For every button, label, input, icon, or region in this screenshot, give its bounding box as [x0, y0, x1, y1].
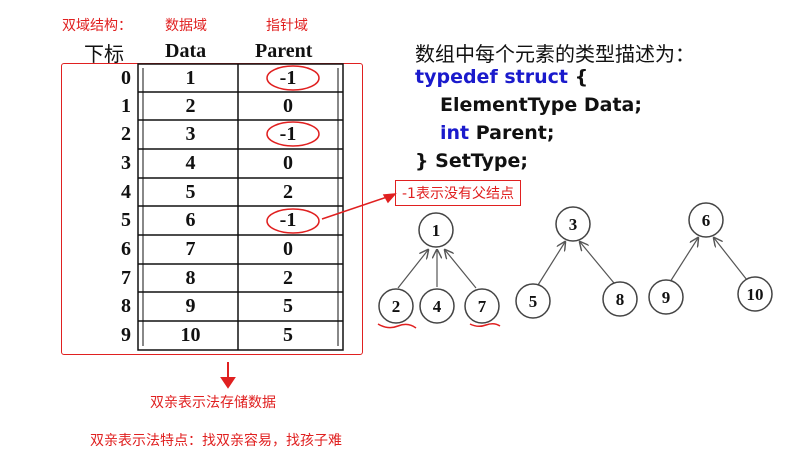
tree-node-label: 10 [747, 285, 764, 304]
row-parent: -1 [279, 209, 297, 231]
code-line-4: } SetType; [415, 150, 528, 172]
row-data: 9 [185, 295, 196, 317]
minus-one-note: -1表示没有父结点 [395, 180, 521, 206]
row-data: 8 [185, 267, 196, 289]
tree-node [555, 206, 591, 242]
row-parent: -1 [279, 67, 297, 89]
row-index: 9 [121, 324, 131, 346]
row-data: 1 [185, 67, 196, 89]
tree-node-label: 2 [392, 297, 401, 316]
pointer-field-label: 指针域 [266, 18, 308, 34]
tree-node-label: 5 [529, 292, 538, 311]
row-parent: 0 [283, 238, 293, 260]
row-parent: 2 [283, 181, 293, 203]
row-data: 2 [185, 95, 196, 117]
tree-node [648, 279, 684, 315]
tree-node-label: 9 [662, 288, 671, 307]
code-line-3: int Parent; [440, 122, 554, 144]
col-parent-header: Parent [255, 40, 313, 62]
row-index: 4 [121, 181, 131, 203]
tree-node [737, 276, 773, 312]
type-desc-title: 数组中每个元素的类型描述为： [415, 42, 695, 66]
tree-node [602, 281, 638, 317]
data-field-label: 数据域 [165, 18, 207, 34]
row-parent: 5 [283, 295, 293, 317]
col-index-header: 下标 [84, 42, 124, 66]
row-index: 0 [121, 67, 131, 89]
row-index: 8 [121, 295, 131, 317]
row-parent: 2 [283, 267, 293, 289]
tree-node-label: 4 [433, 297, 442, 316]
tree-node-label: 1 [432, 221, 441, 240]
code-keyword-int: int [440, 122, 470, 144]
underline-mark [377, 323, 417, 329]
tree-node [688, 202, 724, 238]
row-index: 5 [121, 209, 131, 231]
row-parent: 0 [283, 152, 293, 174]
storage-note: 双亲表示法存储数据 [150, 395, 276, 411]
row-index: 2 [121, 123, 131, 145]
row-data: 7 [185, 238, 196, 260]
row-data: 10 [180, 324, 201, 346]
code-line-2: ElementType Data; [440, 94, 642, 116]
code-parent-field: Parent; [469, 122, 555, 144]
row-data: 3 [185, 123, 196, 145]
row-data: 6 [185, 209, 196, 231]
dual-field-label: 双域结构： [62, 18, 132, 34]
row-parent: 0 [283, 95, 293, 117]
row-index: 7 [121, 267, 131, 289]
row-index: 6 [121, 238, 131, 260]
feature-note: 双亲表示法特点：找双亲容易，找孩子难 [90, 433, 342, 449]
tree-node-label: 8 [616, 290, 625, 309]
row-data: 4 [185, 152, 196, 174]
row-parent: -1 [279, 123, 297, 145]
underline-mark [469, 322, 501, 328]
code-keyword-typedef-struct: typedef struct [415, 66, 568, 88]
tree-node-label: 3 [569, 215, 578, 234]
code-line-1: typedef struct { [415, 66, 588, 88]
row-index: 1 [121, 95, 131, 117]
tree-node [378, 288, 414, 324]
row-index: 3 [121, 152, 131, 174]
code-brace-open: { [567, 66, 589, 88]
tree-node [419, 288, 455, 324]
tree-node [418, 212, 454, 248]
row-parent: 5 [283, 324, 293, 346]
tree-node [464, 288, 500, 324]
row-data: 5 [185, 181, 196, 203]
tree-node-label: 7 [478, 297, 487, 316]
tree-node-label: 6 [702, 211, 711, 230]
col-data-header: Data [165, 40, 207, 62]
tree-node [515, 283, 551, 319]
